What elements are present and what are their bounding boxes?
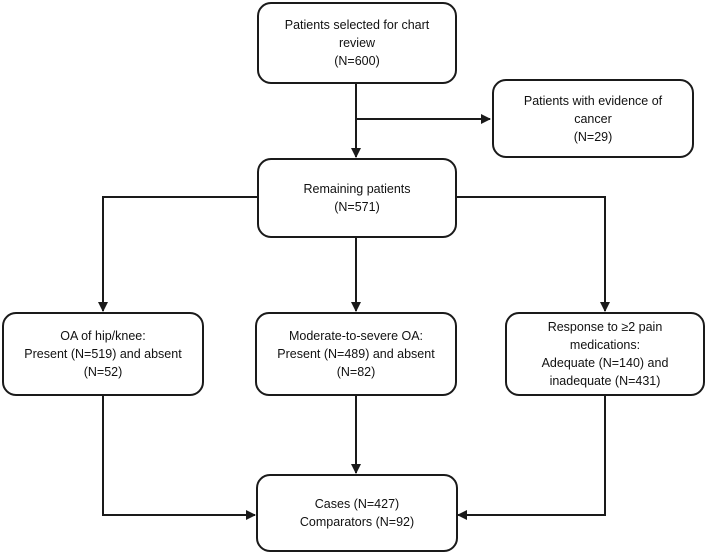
pain-medications-box: Response to ≥2 pain medications: Adequat… [505, 312, 705, 396]
cases-comparators-box: Cases (N=427) Comparators (N=92) [256, 474, 458, 552]
oa-hip-knee-box: OA of hip/knee: Present (N=519) and abse… [2, 312, 204, 396]
arrow-pain-to-cases [457, 396, 606, 520]
patients-selected-box: Patients selected for chart review (N=60… [257, 2, 457, 84]
arrow-remaining-to-oa [98, 196, 257, 312]
moderate-severe-oa-box: Moderate-to-severe OA: Present (N=489) a… [255, 312, 457, 396]
cancer-evidence-box: Patients with evidence of cancer (N=29) [492, 79, 694, 158]
remaining-patients-box: Remaining patients (N=571) [257, 158, 457, 238]
arrow-oa-to-cases [102, 396, 256, 520]
arrow-remaining-to-pain [457, 196, 610, 312]
